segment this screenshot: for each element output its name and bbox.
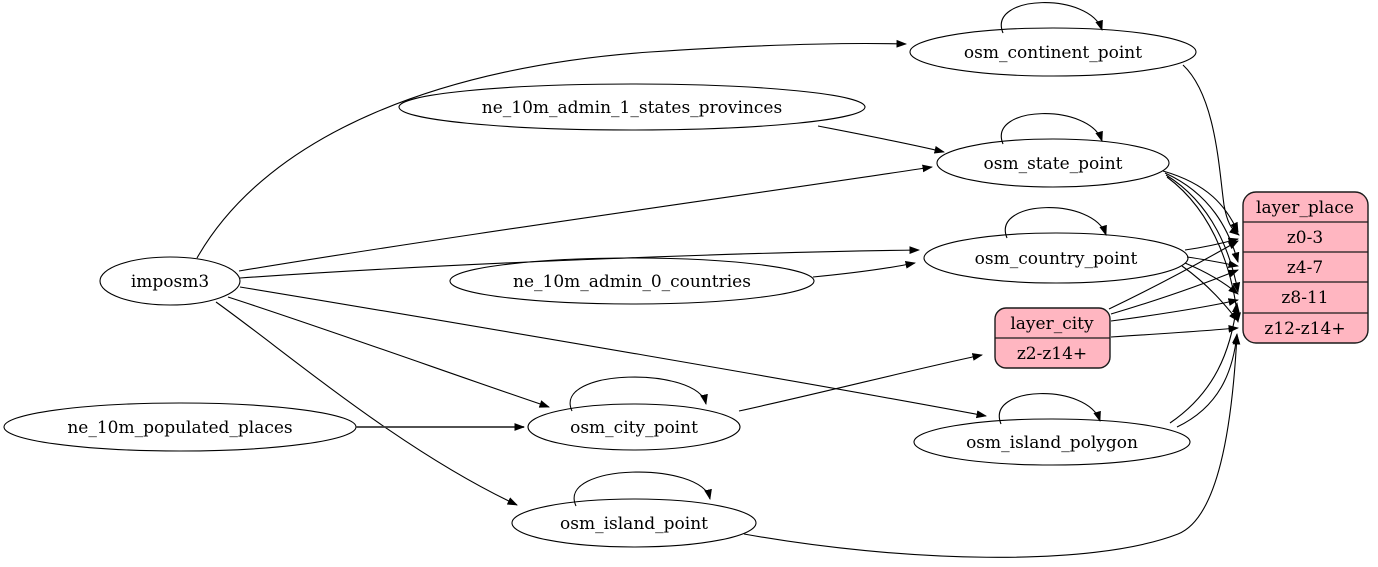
node-osm-island-point [511, 498, 757, 548]
edge-imposm3-to-osm-city-point [227, 296, 550, 408]
edge-osm-continent-point-to-place-z0-3 [1182, 64, 1240, 236]
edge-ne-admin1-to-osm-state-point [817, 125, 945, 154]
selfloop-osm-continent-point [1000, 2, 1103, 34]
edge-layer-city-to-place-z12-z14 [1110, 324, 1239, 338]
selfloop-osm-city-point [569, 376, 708, 412]
edge-imposm3-to-osm-island-polygon [239, 286, 987, 419]
label-imposm3: imposm3 [131, 272, 209, 292]
label-osm-state-point: osm_state_point [984, 154, 1123, 174]
edge-osm-country-point-to-place-z4-7 [1186, 256, 1239, 268]
layer-place-title: layer_place [1256, 198, 1354, 218]
edge-osm-country-point-to-place-z0-3 [1184, 237, 1239, 251]
label-osm-island-point: osm_island_point [560, 514, 708, 534]
edge-osm-island-polygon-to-place-z12-z14 [1176, 333, 1240, 428]
edge-osm-state-point-to-place-z4-7 [1164, 172, 1240, 263]
edge-imposm3-to-osm-country-point [239, 246, 920, 279]
node-labels: imposm3 ne_10m_admin_1_states_provinces … [67, 43, 1142, 534]
edge-ne-admin0-to-osm-country-point [812, 261, 916, 278]
edge-imposm3-to-osm-continent-point [196, 39, 907, 259]
node-osm-city-point [527, 403, 741, 451]
layer-place-row-z0-3: z0-3 [1287, 228, 1323, 248]
layer-city-node: layer_city z2-z14+ [994, 307, 1111, 369]
layer-place-row-z4-7: z4-7 [1287, 258, 1323, 278]
label-ne-10m-admin-1-states-provinces: ne_10m_admin_1_states_provinces [482, 98, 782, 118]
edges [196, 2, 1242, 558]
label-ne-10m-admin-0-countries: ne_10m_admin_0_countries [513, 272, 751, 292]
node-ne-10m-admin-1-states-provinces [398, 83, 866, 131]
layer-place-node: layer_place z0-3 z4-7 z8-11 z12-z14+ [1242, 191, 1369, 344]
layer-place-box [1242, 191, 1369, 344]
table-nodes [3, 27, 1197, 548]
edge-imposm3-to-osm-state-point [238, 164, 933, 272]
node-osm-continent-point [909, 27, 1197, 77]
node-osm-state-point [936, 138, 1170, 188]
node-osm-country-point [923, 232, 1189, 284]
selfloop-osm-island-polygon [998, 393, 1101, 425]
layer-city-row-z2-z14: z2-z14+ [1017, 344, 1087, 364]
layer-place-row-z8-11: z8-11 [1281, 288, 1328, 308]
edge-osm-island-polygon-to-place-z8-11 [1169, 302, 1240, 424]
label-ne-10m-populated-places: ne_10m_populated_places [67, 418, 292, 438]
edge-layer-city-to-place-z8-11 [1110, 298, 1239, 322]
label-osm-city-point: osm_city_point [570, 418, 698, 438]
selfloop-osm-state-point [1000, 113, 1103, 145]
edge-osm-state-point-to-place-z8-11 [1165, 174, 1241, 293]
edge-osm-country-point-to-place-z8-11 [1184, 262, 1239, 295]
label-osm-country-point: osm_country_point [975, 249, 1138, 269]
label-osm-continent-point: osm_continent_point [964, 43, 1142, 63]
edge-imposm3-to-osm-island-point [215, 301, 518, 506]
edge-osm-island-point-to-place-z12-z14 [743, 334, 1241, 558]
edge-layer-city-to-place-z0-3 [1108, 240, 1239, 310]
selfloop-osm-island-point [573, 471, 712, 507]
layer-city-title: layer_city [1010, 314, 1094, 334]
edge-osm-city-point-to-layer-city [738, 353, 983, 412]
selfloop-osm-country-point [1004, 207, 1107, 239]
node-imposm3 [99, 256, 241, 306]
layer-place-row-z12-z14: z12-z14+ [1264, 319, 1345, 339]
edge-osm-state-point-to-place-z0-3 [1162, 170, 1239, 233]
edge-layer-city-to-place-z4-7 [1110, 269, 1239, 315]
node-osm-island-polygon [913, 418, 1191, 466]
label-osm-island-polygon: osm_island_polygon [966, 433, 1138, 453]
